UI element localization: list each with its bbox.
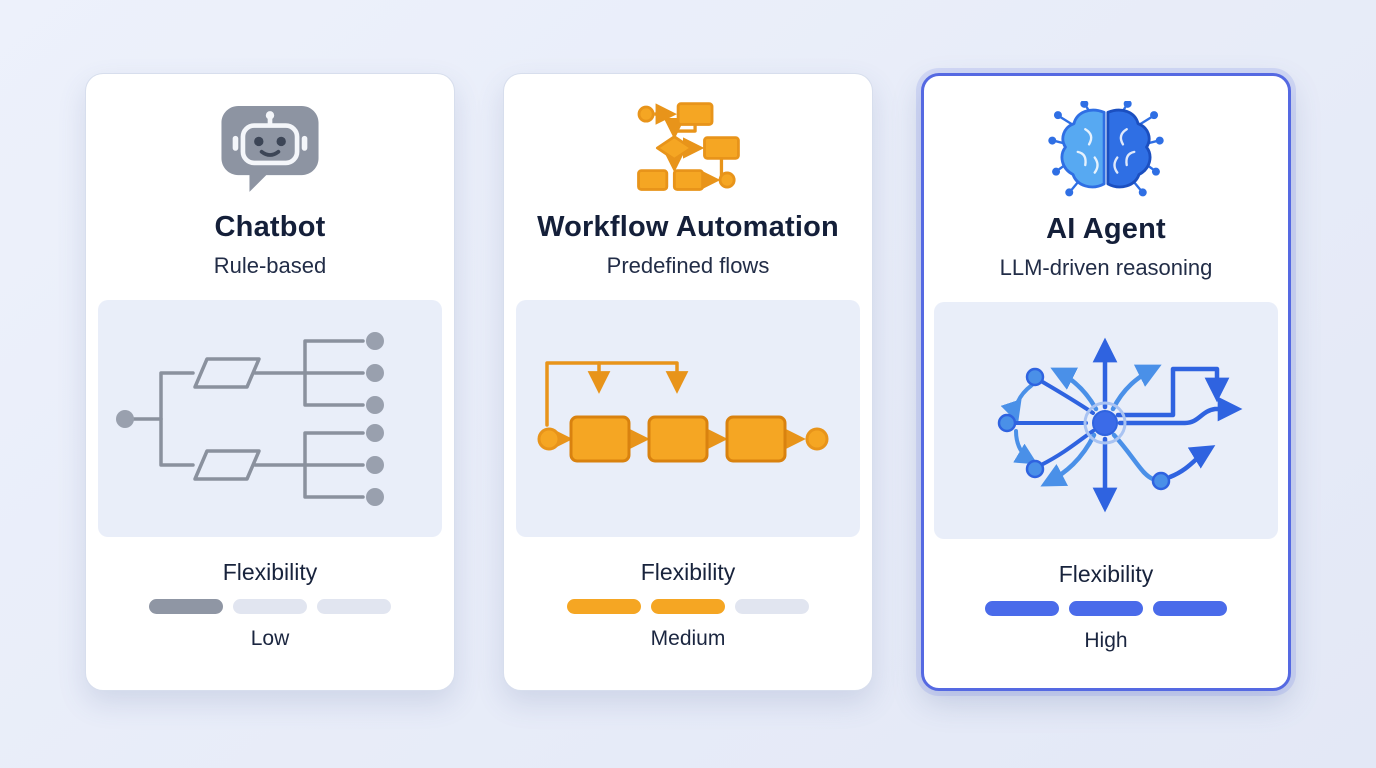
- branching-network-diagram: [934, 302, 1278, 539]
- flexibility-bar: [735, 599, 809, 614]
- flexibility-bar: [317, 599, 391, 614]
- flexibility-meter: [567, 599, 809, 614]
- flexibility-bar: [1153, 601, 1227, 616]
- workflow-automation-card: Workflow Automation Predefined flows Fl: [503, 73, 873, 691]
- card-title: Workflow Automation: [537, 211, 839, 243]
- ai-agent-card: AI Agent LLM-driven reasoning: [921, 73, 1291, 691]
- flexibility-label: Flexibility: [1058, 561, 1154, 587]
- flexibility-bar: [985, 601, 1059, 616]
- card-subtitle: Rule-based: [213, 253, 327, 278]
- flexibility-level: High: [1084, 629, 1128, 652]
- flowchart-icon: [629, 98, 747, 198]
- chatbot-robot-icon: [214, 98, 326, 198]
- flexibility-meter: [149, 599, 391, 614]
- flexibility-label: Flexibility: [640, 559, 736, 585]
- flexibility-level: Low: [250, 627, 290, 650]
- flexibility-bar: [233, 599, 307, 614]
- card-title: Chatbot: [214, 211, 326, 243]
- chatbot-card: Chatbot Rule-based Flexib: [85, 73, 455, 691]
- comparison-cards: Chatbot Rule-based Flexib: [85, 73, 1291, 691]
- card-subtitle: LLM-driven reasoning: [999, 255, 1213, 280]
- flexibility-bar: [1069, 601, 1143, 616]
- card-title: AI Agent: [1046, 213, 1166, 245]
- flexibility-label: Flexibility: [222, 559, 318, 585]
- flexibility-meter: [985, 601, 1227, 616]
- linear-pipeline-diagram: [516, 300, 860, 537]
- flexibility-bar: [149, 599, 223, 614]
- flexibility-bar: [651, 599, 725, 614]
- decision-tree-diagram: [98, 300, 442, 537]
- ai-brain-icon: [1047, 100, 1165, 200]
- flexibility-bar: [567, 599, 641, 614]
- flexibility-level: Medium: [650, 627, 726, 650]
- card-subtitle: Predefined flows: [606, 253, 770, 278]
